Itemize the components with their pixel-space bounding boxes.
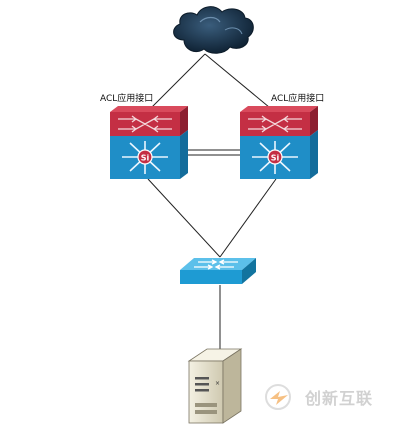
acl-interface-label-left: ACL应用接口 xyxy=(100,94,154,104)
core-switch-left: Si xyxy=(110,106,188,179)
workgroup-switch-icon xyxy=(180,258,256,284)
logo-icon xyxy=(265,384,291,410)
link-left-access xyxy=(147,178,221,258)
acl-interface-label-right: ACL应用接口 xyxy=(271,94,325,104)
watermark: 创新互联 xyxy=(264,382,373,412)
links xyxy=(146,53,277,350)
cloud-icon xyxy=(173,6,254,54)
link-right-access xyxy=(219,178,277,258)
link-cloud-left xyxy=(146,53,206,113)
watermark-text: 创新互联 xyxy=(305,389,374,408)
layer3-switch-icon: Si xyxy=(240,106,318,179)
link-cloud-right xyxy=(204,53,276,113)
svg-text:Si: Si xyxy=(141,154,150,163)
server-icon: × xyxy=(187,348,243,424)
layer3-switch-icon: Si xyxy=(110,106,188,179)
core-switch-right: Si xyxy=(240,106,318,179)
svg-text:×: × xyxy=(215,380,220,387)
svg-text:Si: Si xyxy=(271,154,280,163)
